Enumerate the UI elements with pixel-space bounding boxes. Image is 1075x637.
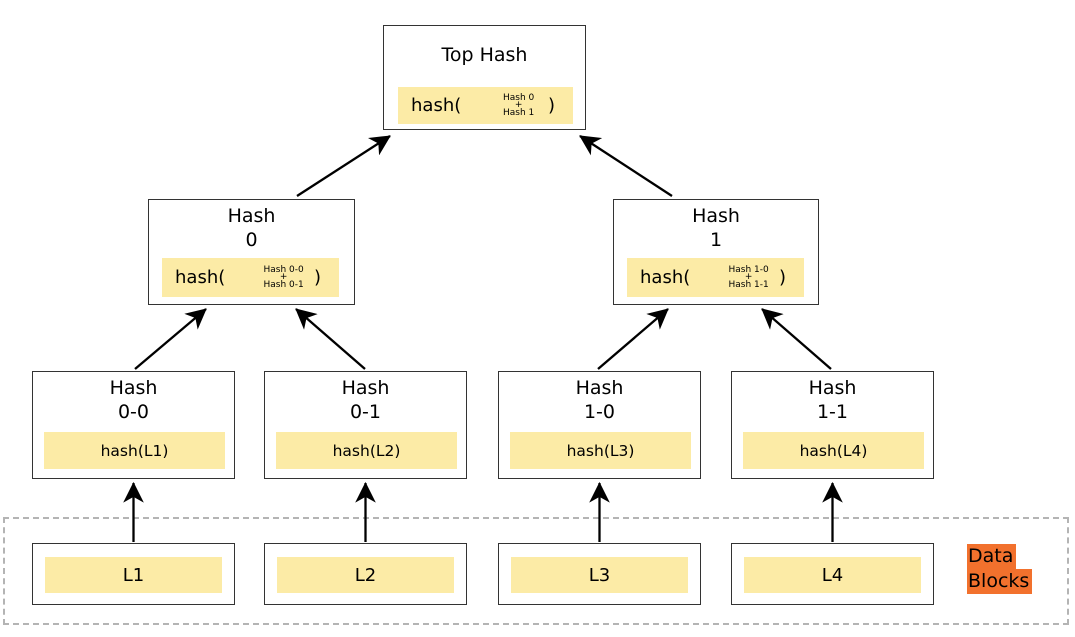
title-line-1: Hash <box>227 205 276 227</box>
arrow-hash01-to-hash0 <box>295 308 366 370</box>
data-block-label: L4 <box>744 557 921 593</box>
node-hash-0: Hash 0 hash( Hash 0-0 + Hash 0-1 ) <box>148 199 355 305</box>
node-hash-1-0: Hash 1-0 hash(L3) <box>498 371 701 479</box>
operand-1: Hash 0-0 <box>263 265 304 275</box>
formula-prefix: hash( <box>175 267 226 288</box>
annotation-line-2: Blocks <box>967 569 1033 594</box>
hash-formula: hash( Hash 0 + Hash 1 ) <box>398 87 573 124</box>
data-block-l4: L4 <box>731 543 934 605</box>
data-block-label: L1 <box>45 557 222 593</box>
formula-text: hash(L1) <box>100 441 169 460</box>
arrow-hash0-to-tophash <box>296 135 391 197</box>
data-block-l2: L2 <box>264 543 467 605</box>
title-line-2: 1 <box>709 229 723 251</box>
hash-formula: hash(L3) <box>510 432 691 469</box>
formula-text: hash(L4) <box>799 441 868 460</box>
hash-formula: hash( Hash 0-0 + Hash 0-1 ) <box>162 258 339 297</box>
operand-1: Hash 0 <box>502 93 535 103</box>
data-block-label: L2 <box>277 557 454 593</box>
node-title: Hash 1-1 <box>732 372 933 424</box>
data-blocks-annotation: Data Blocks <box>967 544 1033 594</box>
formula-operands: Hash 1-0 + Hash 1-1 <box>728 265 768 290</box>
plus-operator: + <box>744 272 753 282</box>
formula-prefix: hash( <box>640 267 691 288</box>
arrow-hash11-to-hash1 <box>761 308 832 370</box>
formula-suffix: ) <box>778 267 786 288</box>
plus-operator: + <box>279 272 288 282</box>
hash-formula: hash( Hash 1-0 + Hash 1-1 ) <box>627 258 804 297</box>
operand-2: Hash 0-1 <box>263 280 304 290</box>
formula-operands: Hash 0-0 + Hash 0-1 <box>263 265 303 290</box>
title-line-2: 1-1 <box>816 401 849 423</box>
arrow-hash00-to-hash0 <box>134 308 207 370</box>
plus-operator: + <box>514 100 523 110</box>
operand-2: Hash 1 <box>502 108 535 118</box>
operand-1: Hash 1-0 <box>728 265 769 275</box>
node-top-hash: Top Hash hash( Hash 0 + Hash 1 ) <box>383 25 586 130</box>
data-block-l1: L1 <box>32 543 235 605</box>
title-line-1: Top Hash <box>441 44 528 66</box>
node-title: Top Hash <box>384 26 585 67</box>
title-line-1: Hash <box>808 377 857 399</box>
formula-suffix: ) <box>313 267 321 288</box>
node-title: Hash 1-0 <box>499 372 700 424</box>
node-title: Hash 0 <box>149 200 354 252</box>
annotation-line-1: Data <box>967 544 1017 569</box>
formula-suffix: ) <box>547 95 555 116</box>
operand-2: Hash 1-1 <box>728 280 769 290</box>
node-hash-1-1: Hash 1-1 hash(L4) <box>731 371 934 479</box>
hash-formula: hash(L1) <box>44 432 225 469</box>
title-line-2: 0-1 <box>349 401 382 423</box>
arrow-hash1-to-tophash <box>579 135 673 197</box>
hash-formula: hash(L4) <box>743 432 924 469</box>
node-hash-0-1: Hash 0-1 hash(L2) <box>264 371 467 479</box>
formula-text: hash(L3) <box>566 441 635 460</box>
title-line-1: Hash <box>341 377 390 399</box>
formula-operands: Hash 0 + Hash 1 <box>503 93 534 118</box>
hash-formula: hash(L2) <box>276 432 457 469</box>
node-title: Hash 0-1 <box>265 372 466 424</box>
title-line-1: Hash <box>692 205 740 227</box>
title-line-2: 0-0 <box>117 401 150 423</box>
node-title: Hash 1 <box>614 200 818 252</box>
title-line-2: 1-0 <box>583 401 616 423</box>
formula-prefix: hash( <box>411 95 462 116</box>
title-line-1: Hash <box>109 377 158 399</box>
formula-text: hash(L2) <box>332 441 401 460</box>
node-title: Hash 0-0 <box>33 372 234 424</box>
arrow-hash10-to-hash1 <box>597 308 669 370</box>
data-block-label: L3 <box>511 557 688 593</box>
title-line-2: 0 <box>245 229 258 251</box>
data-block-l3: L3 <box>498 543 701 605</box>
node-hash-0-0: Hash 0-0 hash(L1) <box>32 371 235 479</box>
title-line-1: Hash <box>575 377 624 399</box>
node-hash-1: Hash 1 hash( Hash 1-0 + Hash 1-1 ) <box>613 199 819 305</box>
